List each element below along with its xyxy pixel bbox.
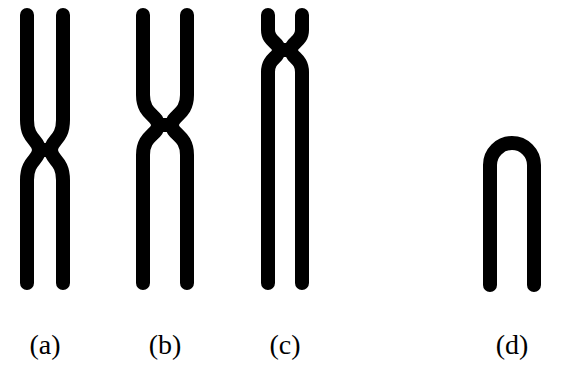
centromere <box>158 118 172 132</box>
centromere <box>279 43 291 57</box>
panel-label: (c) <box>269 330 300 361</box>
chromatid <box>172 15 187 283</box>
panel-label: (d) <box>496 330 529 361</box>
centromere <box>39 143 51 157</box>
panel-label: (a) <box>29 330 60 361</box>
telocentric-chromosome <box>490 143 534 285</box>
panel-label: (b) <box>149 330 182 361</box>
chromatid <box>143 15 158 283</box>
